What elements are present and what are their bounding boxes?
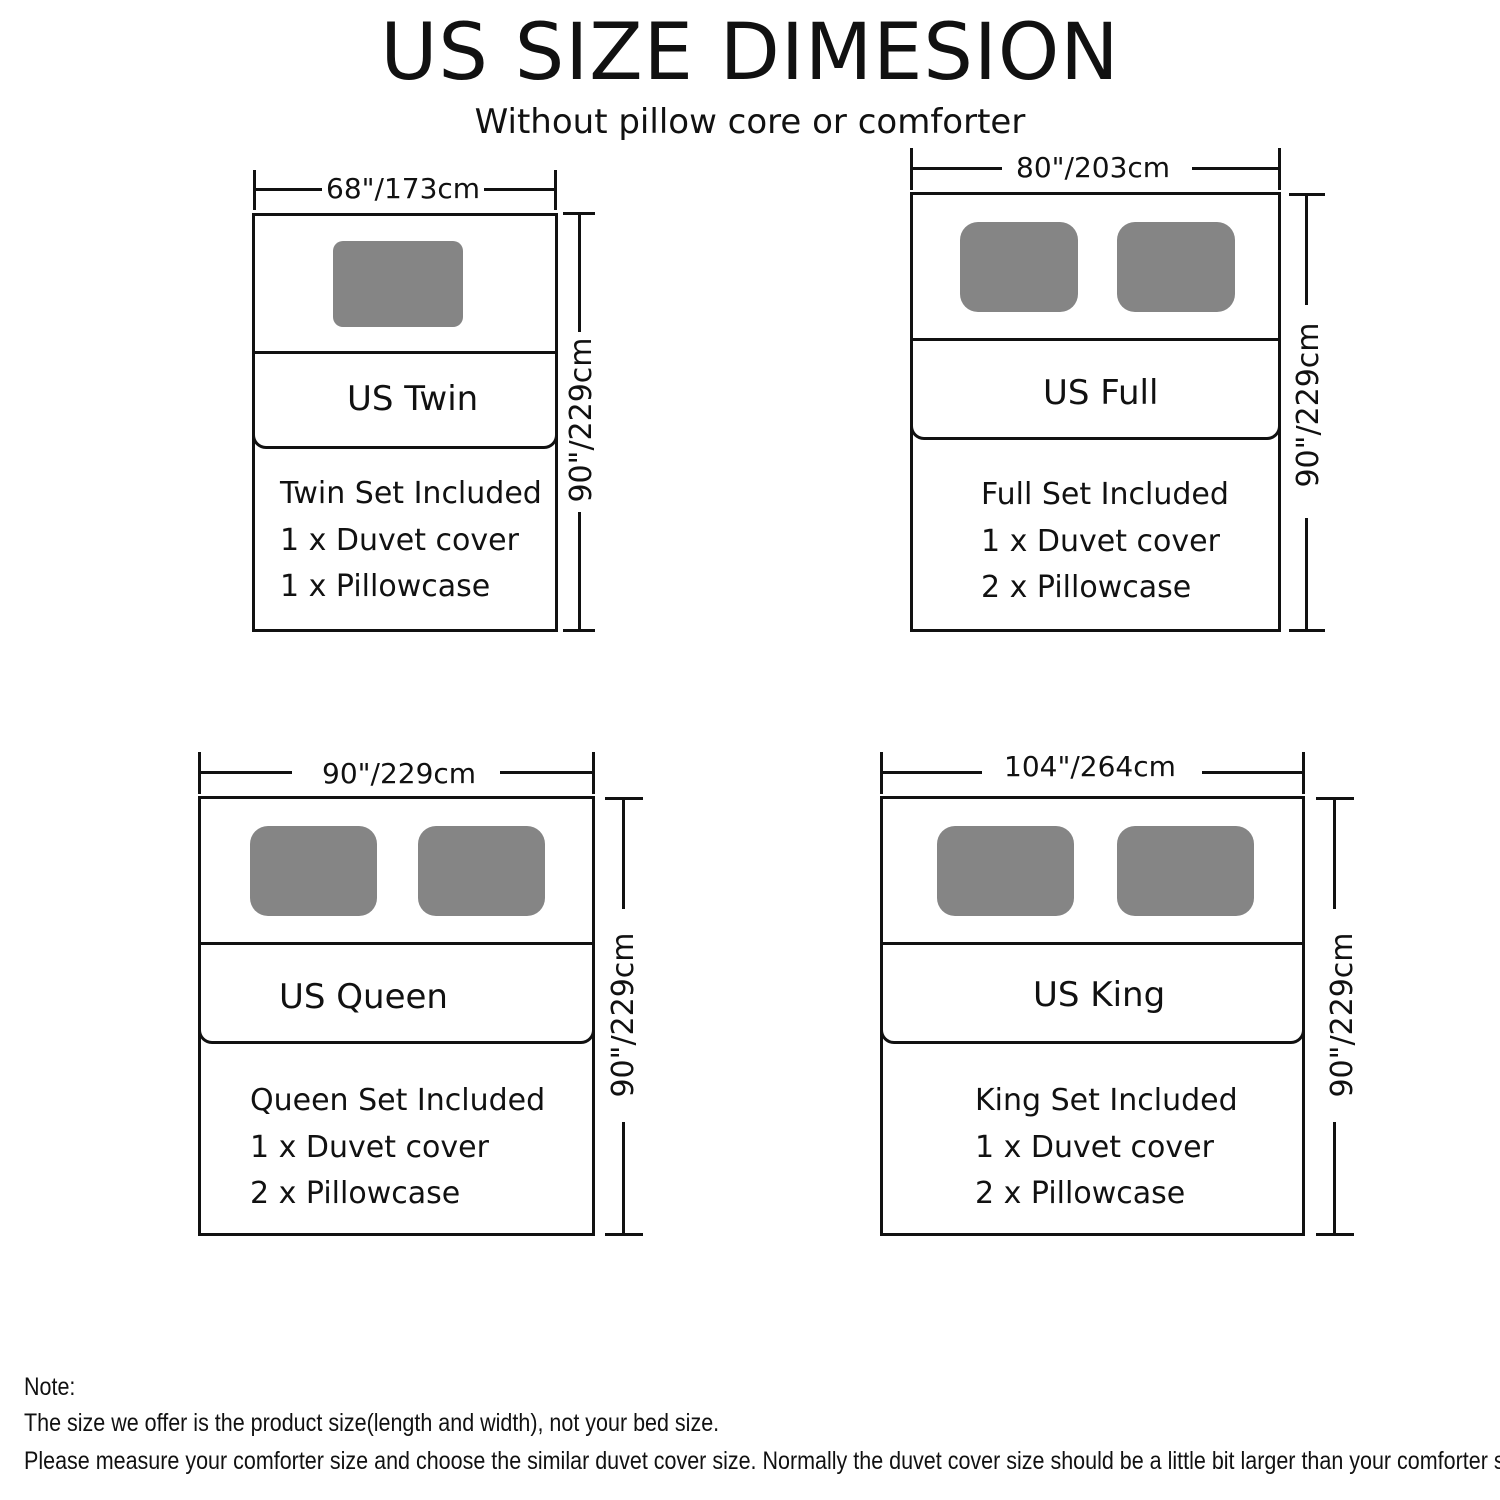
width-dimension-line-left	[910, 167, 1002, 170]
note-line-1: The size we offer is the product size(le…	[24, 1409, 720, 1437]
duvet-fold-band	[880, 942, 1305, 1044]
pillow-shape-left	[937, 826, 1074, 916]
bed-outline: US Twin Twin Set Included 1 x Duvet cove…	[252, 213, 558, 632]
set-included-heading: Twin Set Included	[280, 476, 542, 511]
width-dimension-label: 68"/173cm	[322, 172, 485, 206]
length-dimension-line-top	[1333, 797, 1336, 909]
length-dimension-label: 90"/229cm	[1291, 322, 1326, 488]
duvet-fold-band	[198, 942, 595, 1044]
duvet-fold-band	[252, 351, 558, 449]
set-included-list: Queen Set Included 1 x Duvet cover 2 x P…	[250, 1078, 545, 1218]
set-included-list: Twin Set Included 1 x Duvet cover 1 x Pi…	[280, 471, 542, 611]
pillow-shape-right	[1117, 222, 1235, 312]
length-dimension-line-bottom	[1333, 1122, 1336, 1236]
set-included-list: Full Set Included 1 x Duvet cover 2 x Pi…	[981, 472, 1229, 612]
set-item-duvet: 1 x Duvet cover	[250, 1129, 489, 1165]
width-dimension-line-right	[500, 771, 595, 774]
set-item-pillowcase: 2 x Pillowcase	[981, 570, 1192, 605]
length-dimension-line-top	[622, 797, 625, 909]
bed-size-name: US King	[1033, 975, 1166, 1015]
set-item-pillowcase: 2 x Pillowcase	[975, 1176, 1186, 1211]
set-included-heading: King Set Included	[975, 1083, 1238, 1118]
pillow-shape	[333, 241, 463, 327]
bed-size-name: US Queen	[279, 977, 448, 1017]
bed-size-name: US Full	[1043, 373, 1159, 413]
width-dimension-line-left	[198, 771, 292, 774]
set-item-duvet: 1 x Duvet cover	[280, 522, 519, 558]
set-included-heading: Queen Set Included	[250, 1083, 546, 1118]
set-item-duvet: 1 x Duvet cover	[975, 1129, 1214, 1165]
duvet-fold-band	[910, 338, 1281, 440]
width-dimension-line-right	[1192, 167, 1281, 170]
page-subtitle: Without pillow core or comforter	[474, 102, 1026, 142]
bed-size-name: US Twin	[347, 379, 479, 419]
width-dimension-label: 104"/264cm	[1000, 750, 1180, 784]
set-item-duvet: 1 x Duvet cover	[981, 523, 1220, 559]
set-included-list: King Set Included 1 x Duvet cover 2 x Pi…	[975, 1078, 1238, 1218]
pillow-shape-right	[418, 826, 545, 916]
pillow-shape-left	[250, 826, 377, 916]
pillow-shape-right	[1117, 826, 1254, 916]
bed-outline: US Queen Queen Set Included 1 x Duvet co…	[198, 796, 595, 1236]
length-dimension-line-bottom	[622, 1122, 625, 1236]
bed-outline: US Full Full Set Included 1 x Duvet cove…	[910, 192, 1281, 632]
length-dimension-line-bottom	[1305, 518, 1308, 632]
set-included-heading: Full Set Included	[981, 477, 1229, 512]
bed-outline: US King King Set Included 1 x Duvet cove…	[880, 796, 1305, 1236]
length-dimension-line-top	[578, 212, 581, 332]
set-item-pillowcase: 2 x Pillowcase	[250, 1176, 461, 1211]
length-dimension-label: 90"/229cm	[606, 932, 641, 1098]
pillow-shape-left	[960, 222, 1078, 312]
length-dimension-line-top	[1305, 193, 1308, 305]
length-dimension-label: 90"/229cm	[564, 337, 599, 503]
note-heading: Note:	[24, 1373, 76, 1401]
width-dimension-line-right	[1202, 771, 1305, 774]
width-dimension-label: 90"/229cm	[318, 757, 481, 791]
width-dimension-label: 80"/203cm	[1012, 151, 1175, 185]
note-line-2: Please measure your comforter size and c…	[24, 1447, 1500, 1475]
length-dimension-line-bottom	[578, 512, 581, 632]
length-dimension-label: 90"/229cm	[1325, 932, 1360, 1098]
page-title: US SIZE DIMESION	[380, 8, 1120, 98]
width-dimension-line-left	[880, 771, 982, 774]
set-item-pillowcase: 1 x Pillowcase	[280, 569, 491, 604]
